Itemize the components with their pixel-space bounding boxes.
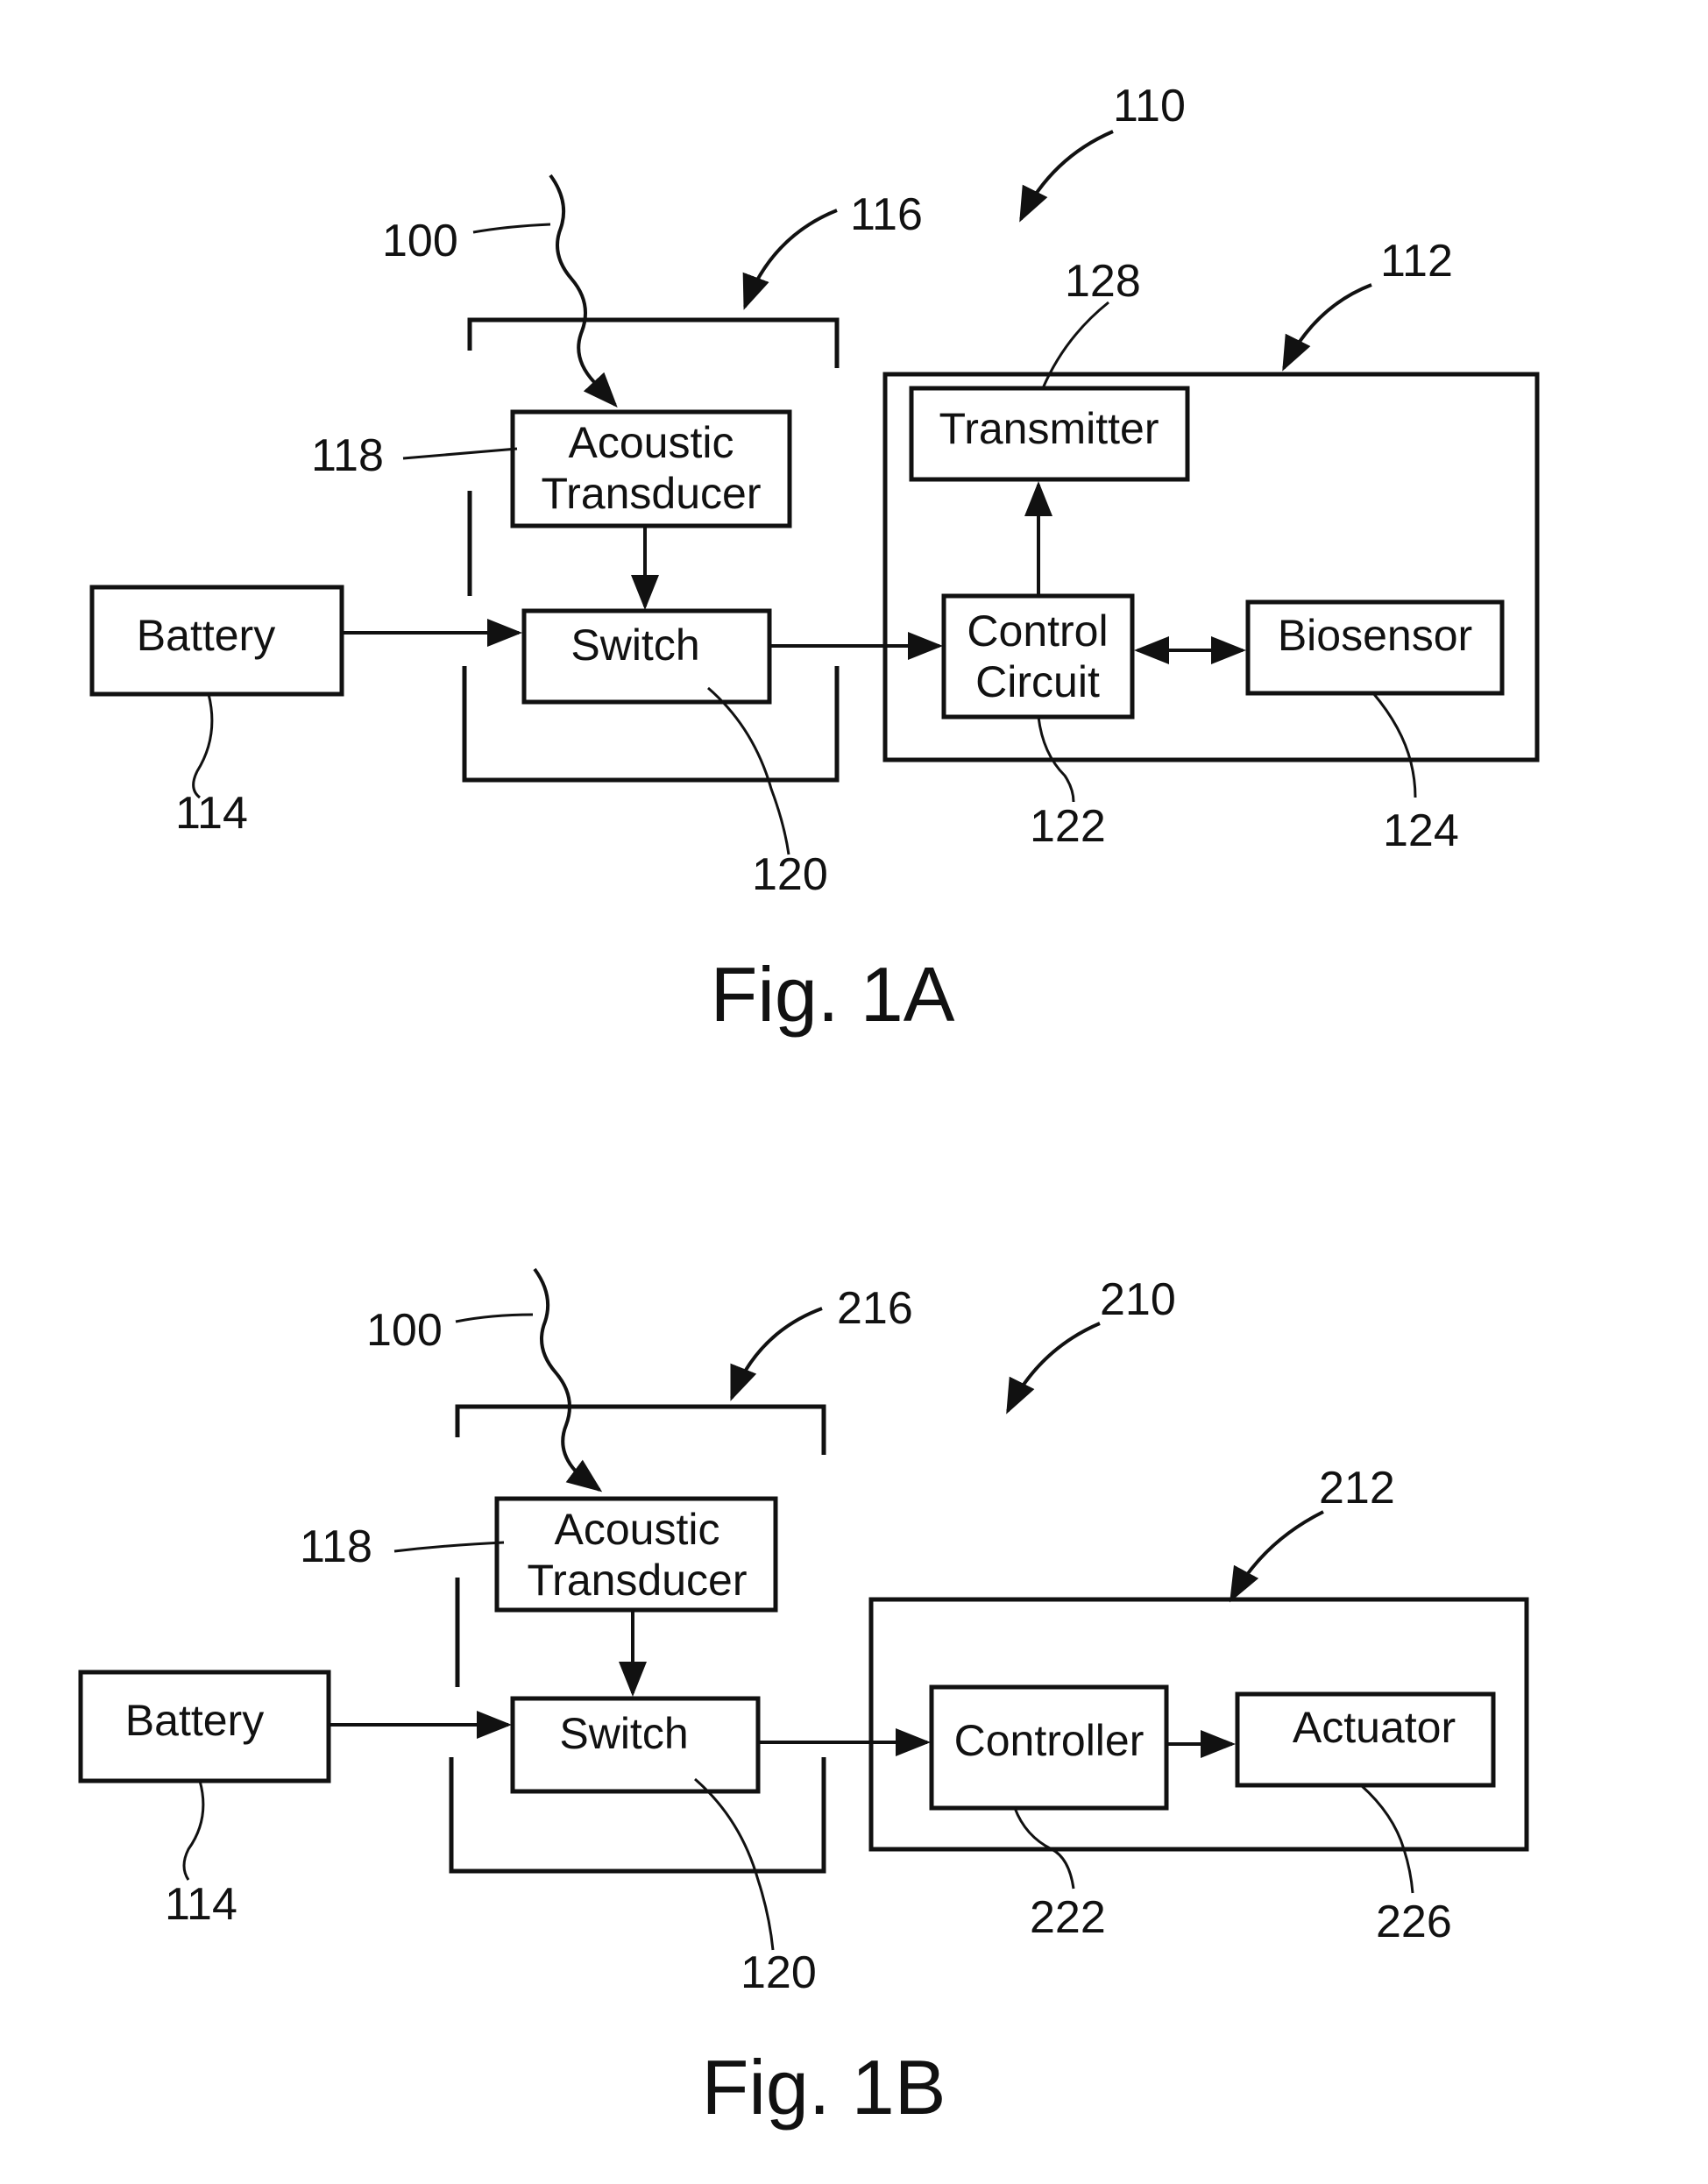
ref-114-1b: 114	[165, 1879, 237, 1930]
ref-118-1b: 118	[300, 1521, 372, 1572]
figure-caption-1b: Fig. 1B	[702, 2044, 946, 2131]
leader-114-1a	[194, 694, 212, 798]
battery-label-1b: Battery	[125, 1696, 264, 1745]
transmitter-label-1a: Transmitter	[939, 404, 1159, 453]
ref-226-1b: 226	[1376, 1897, 1452, 1947]
switch-label-1a: Switch	[571, 620, 699, 670]
switch-unit-enclosure-1a	[464, 320, 837, 780]
pointer-116-1a	[745, 210, 837, 307]
pointer-212-1b	[1231, 1512, 1323, 1599]
biosensor-label-1a: Biosensor	[1278, 611, 1472, 660]
switch-label-1b: Switch	[559, 1709, 688, 1758]
actuator-label-1b: Actuator	[1293, 1703, 1456, 1752]
leader-100-1b	[456, 1315, 533, 1322]
leader-100-1a	[473, 224, 550, 232]
control-label-1a: Control	[967, 606, 1108, 656]
battery-label-1a: Battery	[137, 611, 275, 660]
figure-caption-1a: Fig. 1A	[711, 951, 955, 1038]
pointer-110-1a	[1021, 131, 1113, 219]
ref-120-1a: 120	[752, 849, 828, 900]
acoustic-signal-wave-1b	[535, 1269, 599, 1490]
ref-114-1a: 114	[175, 788, 248, 839]
ref-216-1b: 216	[837, 1283, 913, 1334]
controller-label-1b: Controller	[954, 1716, 1145, 1765]
figure-1b: Acoustic Transducer Battery Switch Contr…	[81, 1269, 1527, 2131]
leader-124-1a	[1373, 693, 1415, 798]
ref-112-1a: 112	[1380, 236, 1453, 287]
acoustic-label-1a: Acoustic	[569, 418, 734, 467]
ref-100-1a: 100	[382, 216, 458, 266]
acoustic-label-1b: Acoustic	[555, 1505, 720, 1554]
ref-128-1a: 128	[1065, 256, 1141, 307]
leader-120-1b	[695, 1779, 773, 1950]
figure-1a: Acoustic Transducer Battery Switch Trans…	[92, 81, 1537, 1038]
circuit-label-1a: Circuit	[975, 657, 1100, 706]
ref-222-1b: 222	[1030, 1892, 1106, 1943]
ref-124-1a: 124	[1383, 805, 1459, 856]
acoustic-signal-wave-1a	[550, 175, 615, 405]
leader-120-1a	[708, 688, 789, 854]
transducer-label-1a: Transducer	[541, 469, 761, 518]
leader-114-1b	[184, 1781, 203, 1880]
ref-120-1b: 120	[741, 1947, 817, 1998]
leader-226-1b	[1361, 1785, 1413, 1893]
transducer-label-1b: Transducer	[527, 1556, 747, 1605]
ref-122-1a: 122	[1030, 801, 1106, 852]
leader-118-1a	[403, 449, 517, 458]
leader-118-1b	[394, 1542, 504, 1551]
pointer-216-1b	[732, 1308, 822, 1398]
ref-110-1a: 110	[1113, 81, 1186, 131]
pointer-112-1a	[1284, 285, 1371, 368]
ref-100-1b: 100	[366, 1305, 443, 1356]
ref-212-1b: 212	[1319, 1463, 1395, 1514]
pointer-210-1b	[1008, 1323, 1100, 1411]
ref-116-1a: 116	[850, 189, 923, 240]
ref-210-1b: 210	[1100, 1274, 1176, 1325]
switch-unit-enclosure-1b	[451, 1407, 824, 1871]
ref-118-1a: 118	[311, 430, 384, 481]
